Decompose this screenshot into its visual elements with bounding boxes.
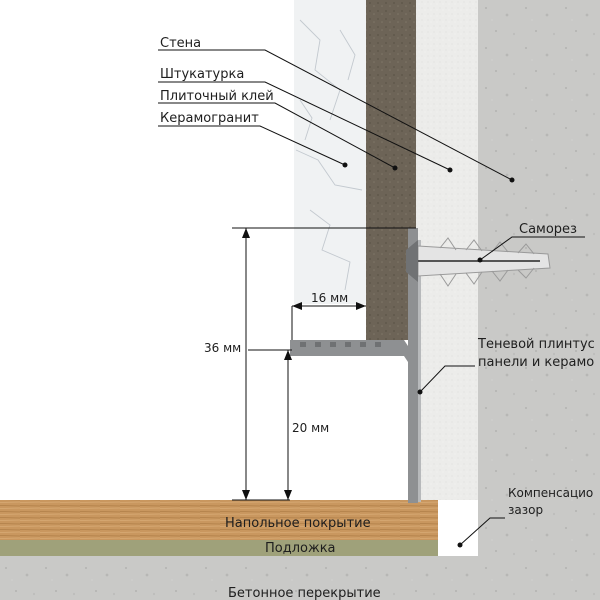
screw-dowel (406, 237, 551, 287)
label-porcelain-tile: Керамогранит (160, 111, 259, 126)
concrete-wall (478, 0, 600, 556)
skirting-profile (290, 228, 421, 503)
concrete-slab (0, 556, 600, 600)
underlay-layer (0, 540, 438, 556)
label-plaster: Штукатурка (160, 67, 244, 82)
label-compensation-gap-2: зазор (508, 503, 543, 517)
dim-label-20: 20 мм (292, 421, 329, 435)
label-compensation-gap-1: Компенсацио (508, 486, 593, 500)
label-shadow-skirting-2: панели и керамо (478, 355, 594, 370)
dimension-lines (232, 227, 416, 501)
label-underlay: Подложка (265, 541, 336, 556)
porcelain-tile-layer (294, 0, 366, 304)
compensation-gap (438, 500, 478, 556)
label-shadow-skirting-1: Теневой плинтус (477, 337, 595, 352)
marble-veins (295, 19, 363, 291)
label-tile-adhesive: Плиточный клей (160, 89, 274, 104)
dim-label-36: 36 мм (204, 341, 241, 355)
leader-lines (158, 49, 585, 548)
label-wall: Стена (160, 36, 201, 51)
floor-covering-layer (0, 500, 438, 540)
label-concrete-slab: Бетонное перекрытие (228, 586, 381, 600)
dim-label-16: 16 мм (311, 291, 348, 305)
tile-adhesive-layer (366, 0, 416, 340)
label-floor-covering: Напольное покрытие (225, 516, 371, 531)
label-screw: Саморез (519, 222, 577, 237)
